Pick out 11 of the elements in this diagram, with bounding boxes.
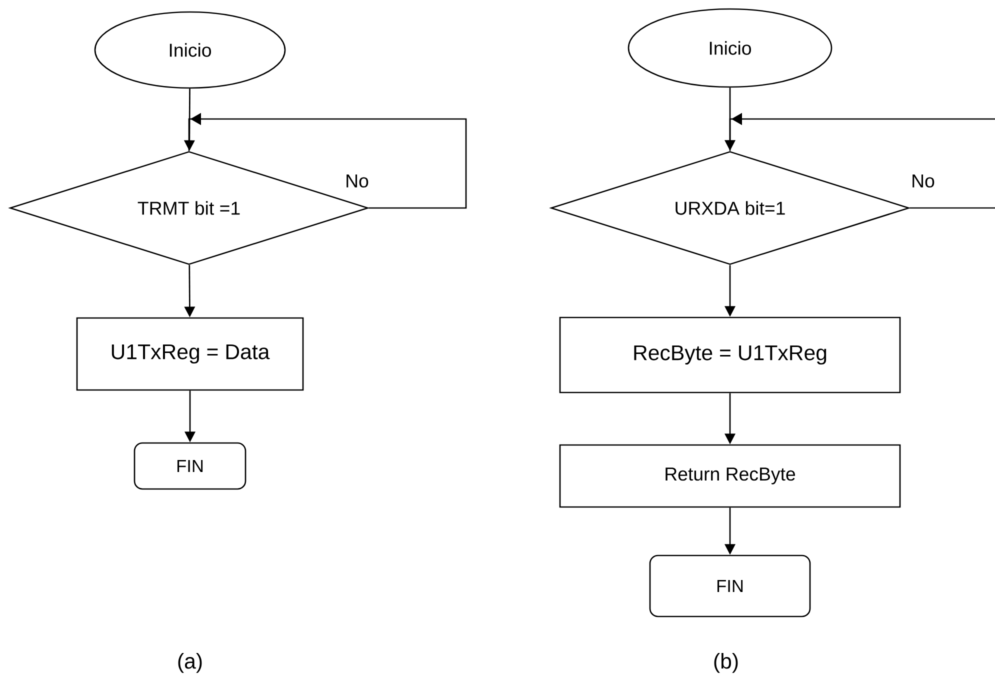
arrow — [188, 112, 467, 209]
panel-label: (b) — [714, 653, 738, 673]
edge-label: No — [910, 173, 936, 189]
process-box: Return RecByte — [559, 444, 901, 508]
process-box: U1TxReg = Data — [76, 317, 304, 391]
edge-label: No — [344, 173, 370, 189]
process-box: RecByte = U1TxReg — [559, 316, 901, 394]
panel-label: (a) — [178, 653, 202, 673]
end-box: FIN — [134, 442, 246, 490]
arrow — [729, 112, 995, 209]
end-box: FIN — [649, 554, 811, 618]
